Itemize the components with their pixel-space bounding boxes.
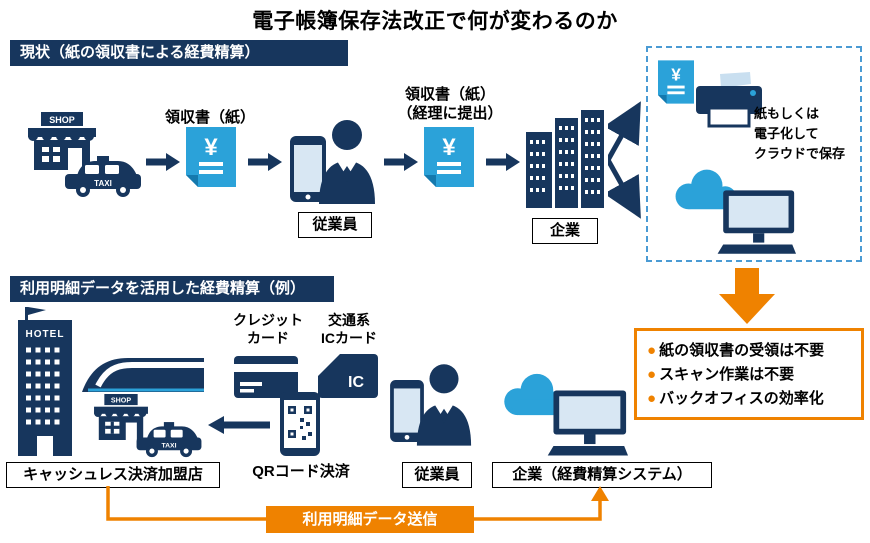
page-title: 電子帳簿保存法改正で何が変わるのか [252,10,618,33]
arrow-right-icon [384,153,418,171]
employee-label: 従業員 [402,462,472,488]
qr-label: QRコード決済 [252,463,350,480]
bullet-icon: ● [647,342,657,359]
building-icon [526,110,604,208]
svg-text:SHOP: SHOP [111,397,131,405]
person-icon [319,120,375,204]
benefit-item: ●紙の領収書の受領は不要 [647,339,851,363]
svg-text:¥: ¥ [204,134,218,161]
svg-text:TAXI: TAXI [161,443,176,450]
benefit-item: ●スキャン作業は不要 [647,363,851,387]
computer-icon [717,190,796,254]
receipt1-label: 領収書（紙） [164,109,255,126]
person-icon [416,364,472,446]
merchant-label: キャッシュレス決済加盟店 [6,462,220,488]
benefit-text: スキャン作業は不要 [659,366,795,383]
arrow-left-icon [208,416,270,434]
benefits-box: ●紙の領収書の受領は不要 ●スキャン作業は不要 ●バックオフィスの効率化 [634,328,864,420]
employee-label: 従業員 [298,212,372,238]
svg-text:SHOP: SHOP [49,115,75,125]
storage-note: 紙もしくは 電子化して クラウドで保存 [754,106,846,162]
benefit-text: 紙の領収書の受領は不要 [659,342,825,359]
bullet-icon: ● [647,390,657,407]
credit-card-icon [234,356,298,398]
qr-phone-icon [280,392,320,456]
phone-icon [290,136,326,202]
svg-text:HOTEL: HOTEL [26,329,65,340]
arrow-right-icon [146,153,180,171]
receipt2-label: 領収書（紙） （経理に提出） [397,86,503,122]
svg-text:¥: ¥ [671,65,681,85]
receipt-icon: ¥ [186,127,236,187]
taxi-icon: TAXI [65,156,141,197]
down-arrow-icon [719,268,775,324]
ic-card-label: 交通系 ICカード [321,312,377,346]
section2-header: 利用明細データを活用した経費精算（例） [10,276,334,302]
section1-header: 現状（紙の領収書による経費精算） [10,40,348,66]
hotel-icon: HOTEL [18,307,72,456]
credit-card-label: クレジット カード [233,312,303,346]
svg-text:TAXI: TAXI [94,179,112,188]
svg-text:IC: IC [348,374,364,391]
ic-card-icon: IC [318,354,378,398]
train-icon [82,358,204,392]
arrow-right-icon [486,153,520,171]
company-label: 企業 [532,218,598,244]
benefit-item: ●バックオフィスの効率化 [647,387,851,411]
phone-icon [390,380,424,442]
computer-icon [547,390,628,456]
shop-icon: SHOP [28,112,96,170]
svg-text:¥: ¥ [442,134,456,161]
taxi-icon: TAXI [136,422,202,458]
shop-icon: SHOP [94,394,148,440]
benefit-text: バックオフィスの効率化 [659,390,824,407]
arrow-right-icon [248,153,282,171]
company-system-label: 企業（経費精算システム） [492,462,712,488]
bullet-icon: ● [647,366,657,383]
receipt-icon: ¥ [658,60,694,104]
split-arrows-icon [608,101,641,219]
data-send-label: 利用明細データ送信 [266,506,474,533]
receipt-icon: ¥ [424,127,474,187]
printer-icon [696,72,762,128]
